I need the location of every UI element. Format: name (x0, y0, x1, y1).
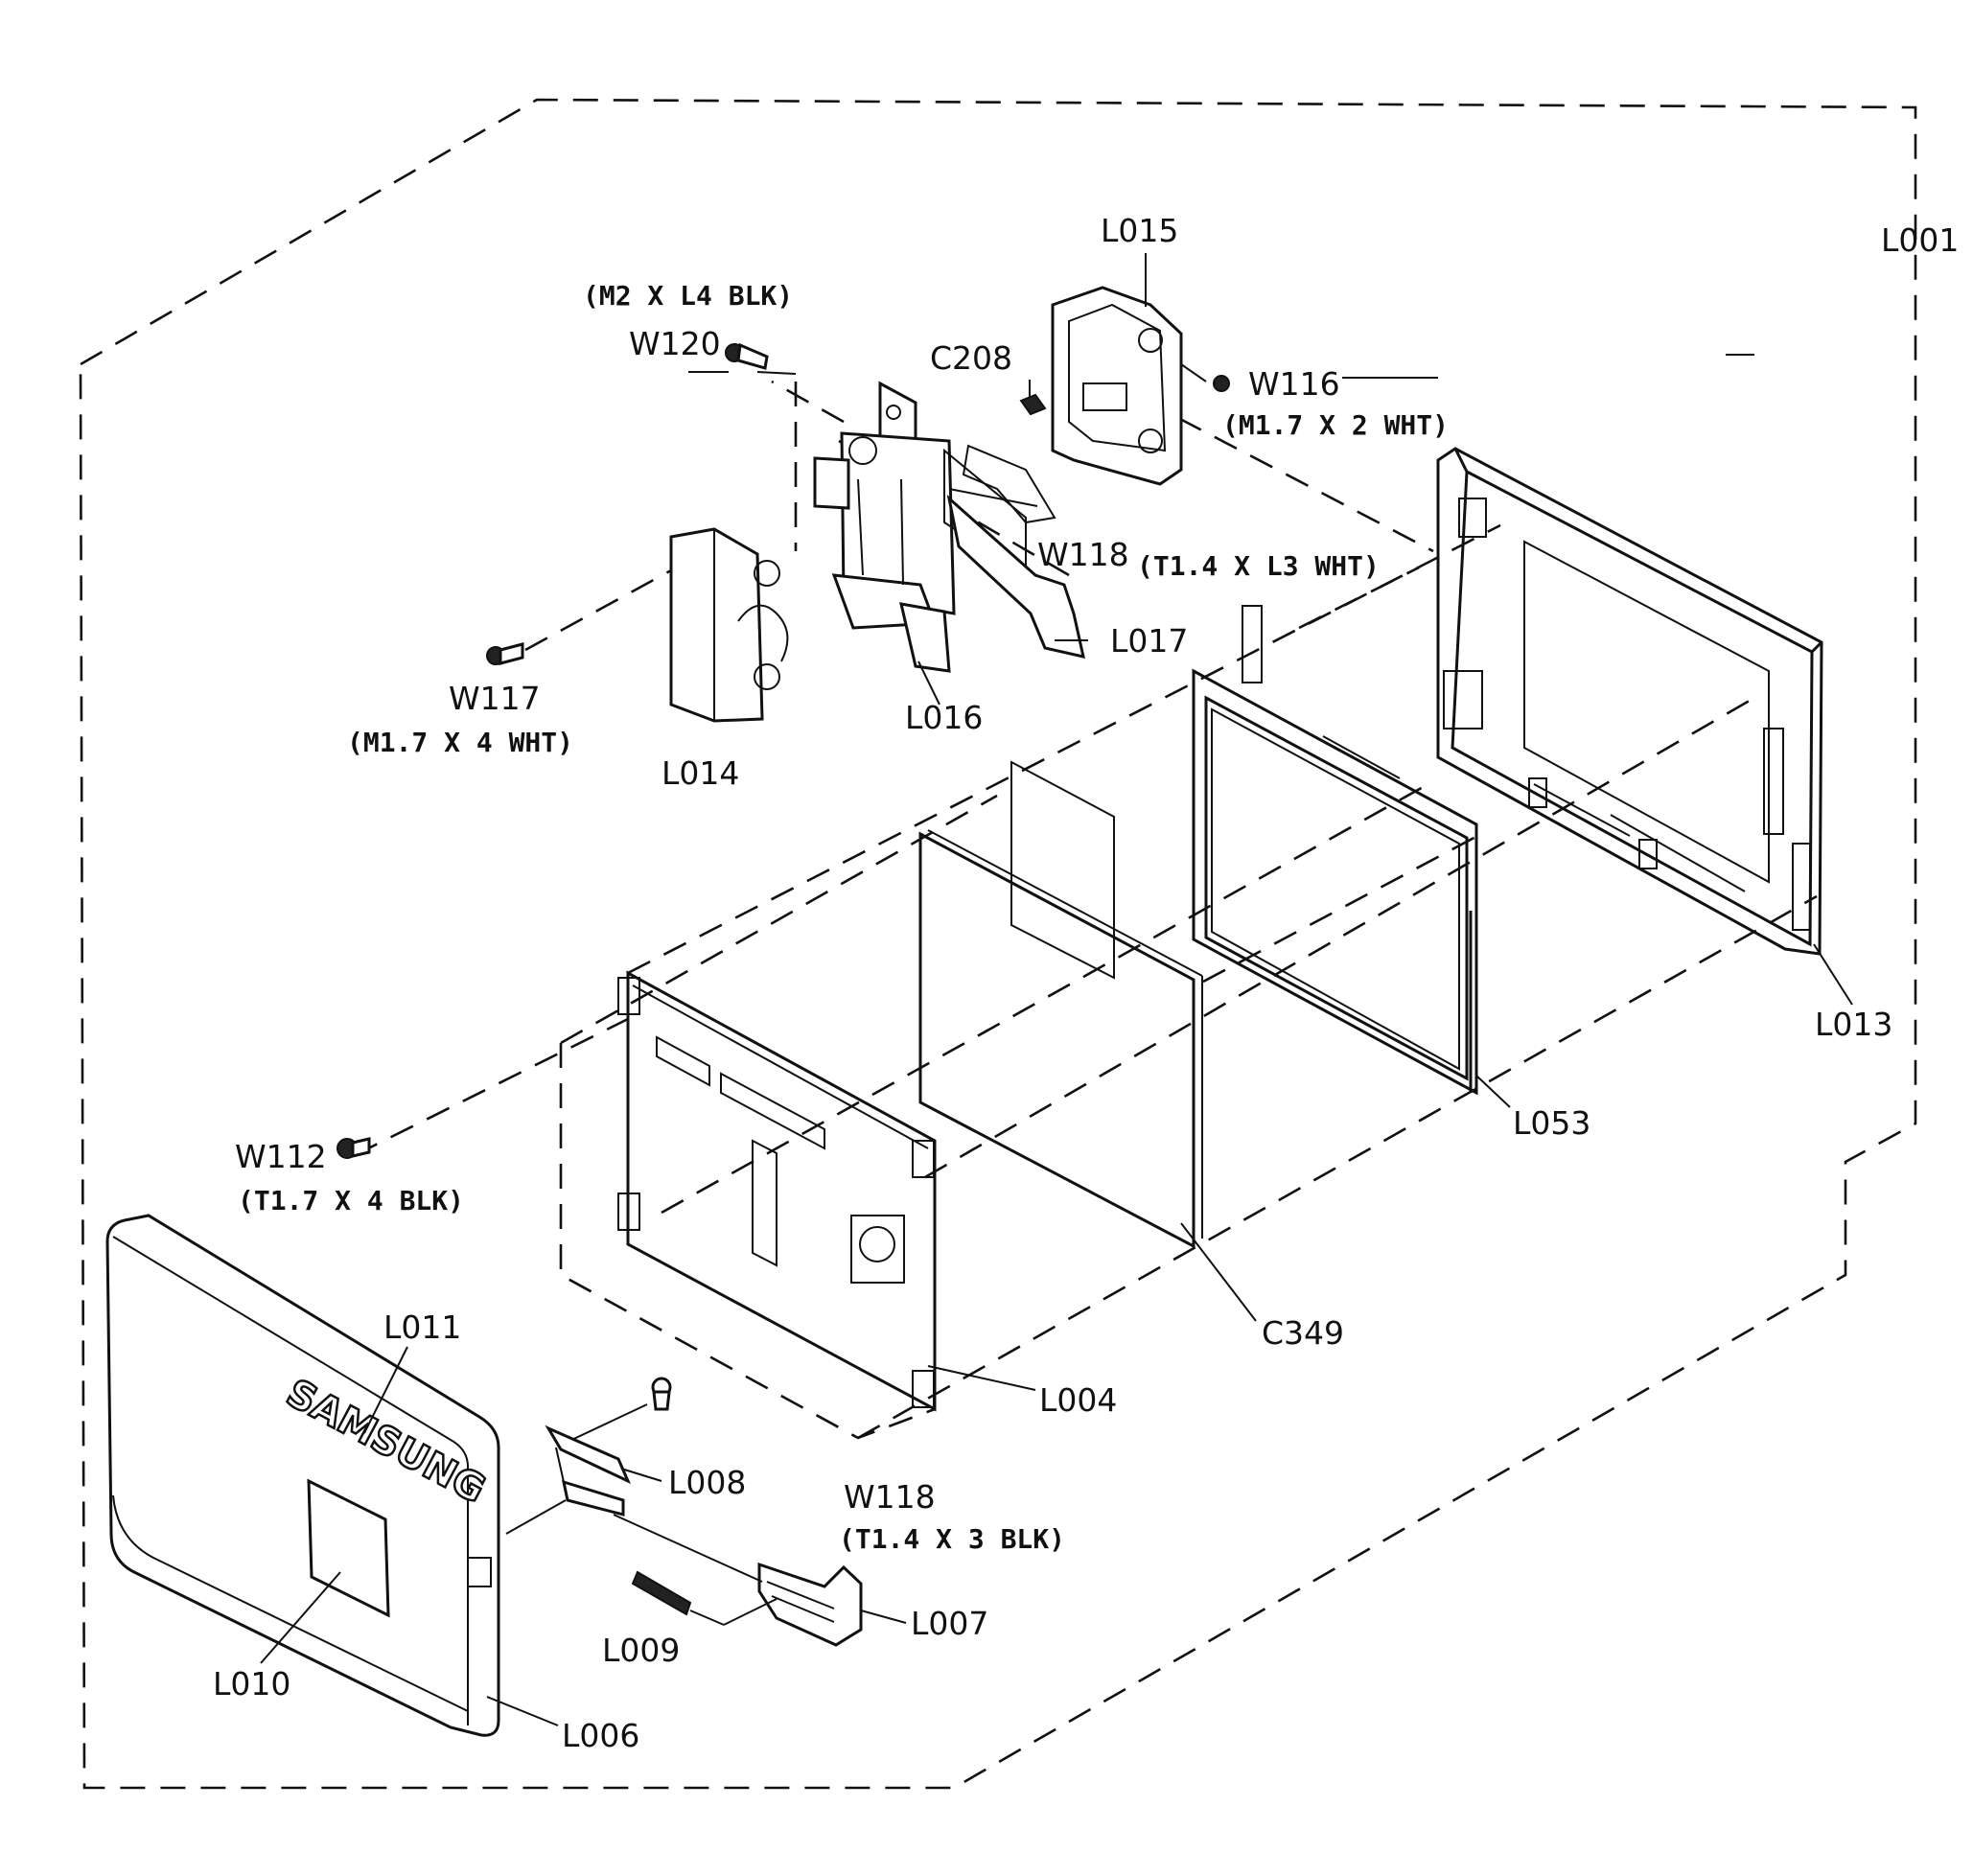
label-W116: W116 (1248, 365, 1340, 403)
label-L007: L007 (911, 1605, 988, 1642)
callout-labels: L001 L015 (M2 X L4 BLK) W120 C208 W116 (… (213, 212, 1959, 1754)
label-W118-bottom-spec: (T1.4 X 3 BLK) (839, 1523, 1065, 1555)
hinge-assembly-L016 (813, 381, 1027, 673)
assembly-boundary-L001 (79, 98, 1917, 1790)
label-L015: L015 (1101, 212, 1178, 249)
label-L001: L001 (1881, 221, 1959, 259)
label-L004: L004 (1039, 1381, 1117, 1419)
label-L006: L006 (562, 1717, 639, 1754)
label-W120: W120 (629, 325, 721, 362)
label-W118-bottom: W118 (844, 1478, 936, 1516)
hinge-cover-L014 (669, 527, 789, 723)
label-C349: C349 (1262, 1314, 1344, 1352)
label-W116-spec: (M1.7 X 2 WHT) (1222, 409, 1449, 441)
label-W118-top: W118 (1037, 536, 1129, 573)
label-W117: W117 (449, 680, 541, 717)
label-W117-spec: (M1.7 X 4 WHT) (347, 727, 573, 758)
screw-W117 (486, 642, 524, 665)
label-L013: L013 (1815, 1006, 1892, 1043)
screw-W118-bottom (565, 1377, 672, 1444)
label-W120-spec: (M2 X L4 BLK) (583, 280, 793, 312)
screw-W116 (1180, 363, 1230, 392)
label-L016: L016 (905, 699, 983, 736)
lock-lever-L008 (545, 1424, 631, 1517)
backlight-sheet-C349 (918, 760, 1203, 1249)
label-W112-spec: (T1.7 X 4 BLK) (238, 1185, 464, 1216)
pad-C208 (1019, 393, 1047, 416)
label-L009: L009 (602, 1632, 680, 1669)
screw-W112 (337, 1137, 371, 1159)
label-W112: W112 (235, 1138, 327, 1175)
label-L017: L017 (1110, 622, 1188, 660)
main-pcb-L004 (617, 970, 937, 1412)
label-C208: C208 (930, 339, 1012, 377)
label-W118-top-spec: (T1.4 X L3 WHT) (1137, 550, 1380, 582)
label-L011: L011 (383, 1309, 461, 1346)
label-L008: L008 (668, 1464, 746, 1501)
label-L010: L010 (213, 1665, 290, 1702)
front-cover-L006: SAMSUNG (105, 1214, 567, 1737)
label-L014: L014 (662, 754, 739, 792)
slider-L007 (613, 1514, 863, 1647)
spring-L009 (631, 1570, 725, 1626)
label-L053: L053 (1513, 1104, 1590, 1142)
hinge-bracket-L015 (1051, 286, 1183, 486)
leader-lines (260, 253, 1853, 1726)
flex-cable-L017 (946, 444, 1085, 659)
screw-W120 (688, 342, 797, 375)
lcd-housing-L013 (1436, 447, 1823, 956)
lcd-panel-L053 (1192, 605, 1478, 1096)
